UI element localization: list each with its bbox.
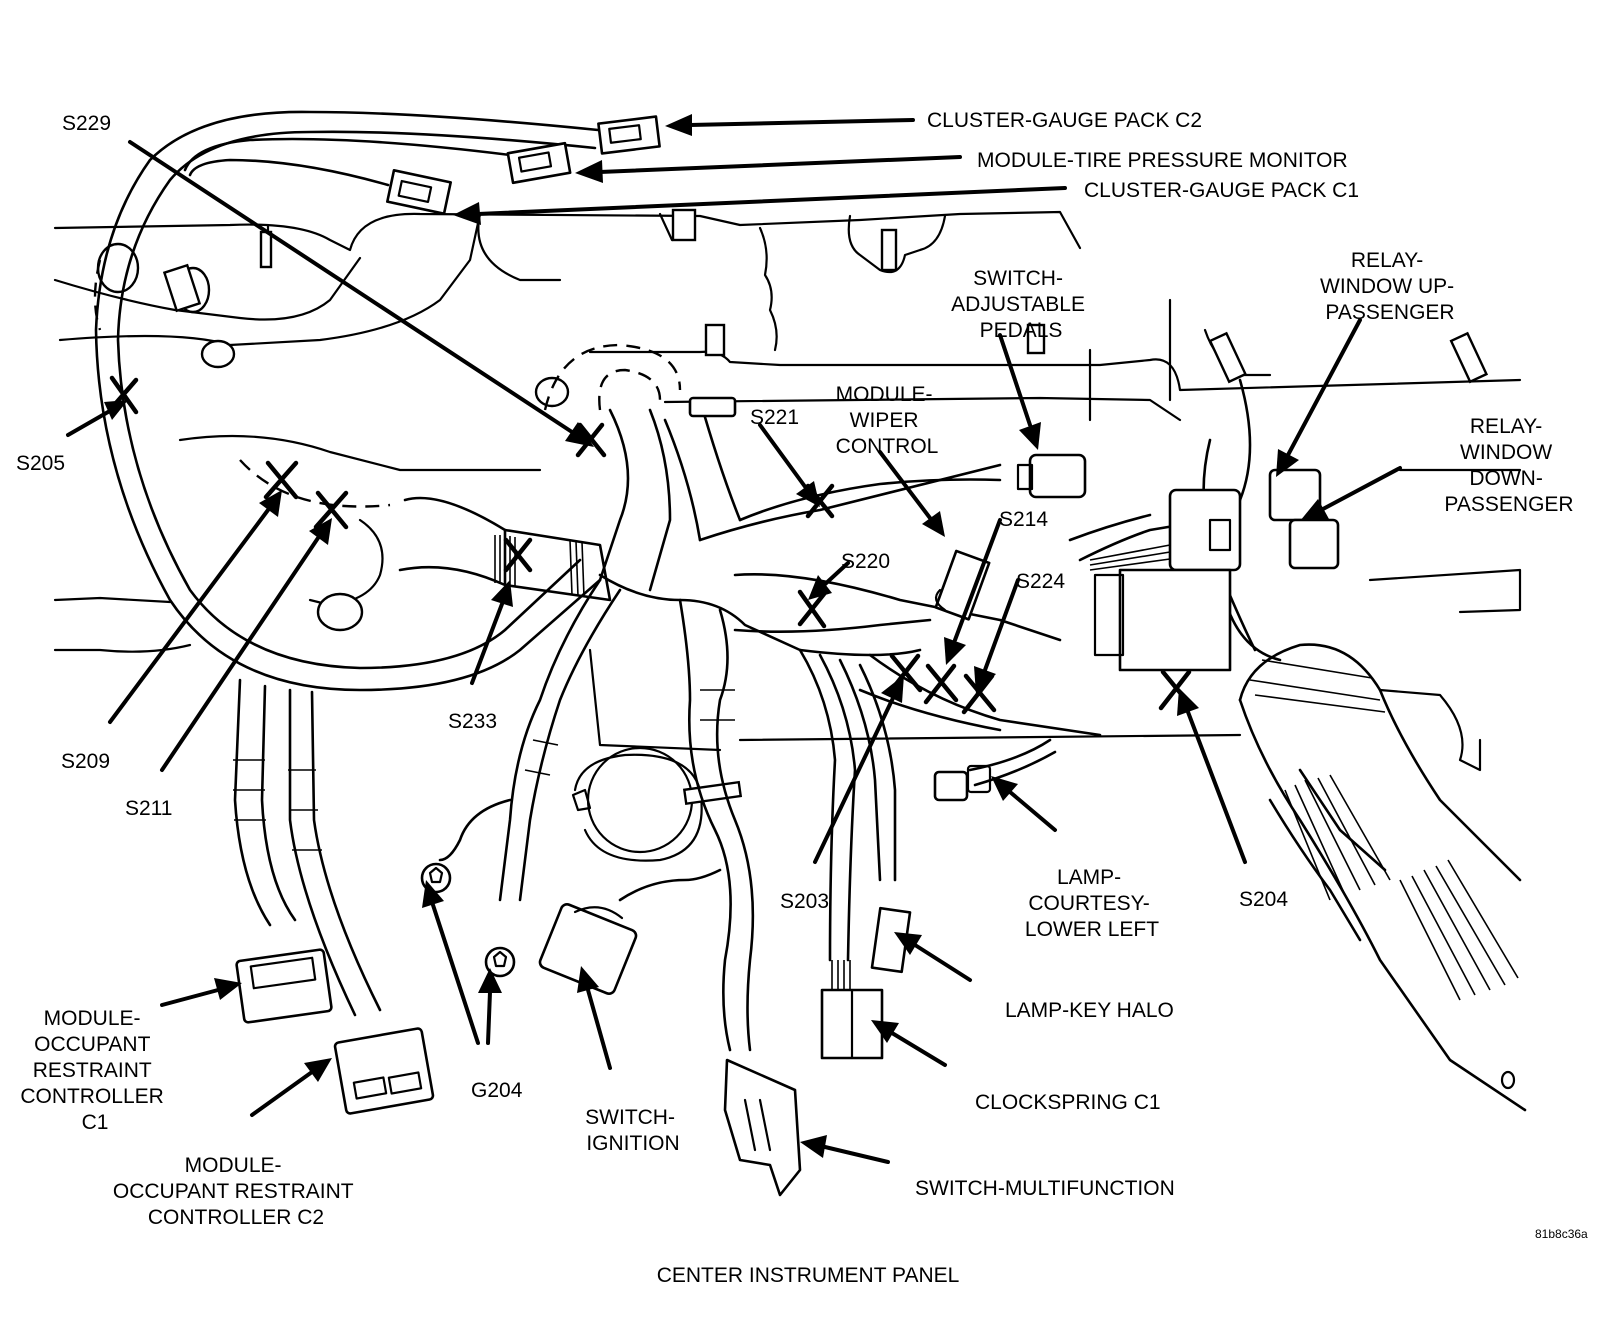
label-orc-c2: MODULE- OCCUPANT RESTRAINT CONTROLLER C2: [113, 1154, 359, 1229]
label-lamp-courtesy: LAMP- COURTESY- LOWER LEFT: [1025, 866, 1159, 941]
figure-code: 81b8c36a: [1535, 1227, 1588, 1241]
label-relay-up: RELAY- WINDOW UP- PASSENGER: [1320, 249, 1460, 324]
label-s204: S204: [1239, 888, 1288, 911]
splice-mark-s220: [797, 589, 827, 629]
label-tire-monitor: MODULE-TIRE PRESSURE MONITOR: [977, 149, 1348, 172]
leader-arrows: [66, 114, 1402, 1164]
label-s211: S211: [125, 797, 173, 820]
connector-module-wiper: [934, 549, 991, 621]
label-s229: S229: [62, 112, 111, 135]
harness-tape: [233, 689, 735, 851]
splice-marks: [107, 375, 1194, 715]
connector-switch-pedals: [1028, 453, 1087, 499]
label-s221: S221: [750, 406, 799, 429]
label-lamp-key-halo: LAMP-KEY HALO: [1005, 999, 1174, 1022]
labels: CLUSTER-GAUGE PACK C2 MODULE-TIRE PRESSU…: [16, 109, 1588, 1287]
splice-mark-s205: [107, 375, 139, 415]
label-s233: S233: [448, 710, 497, 733]
label-cluster-c1: CLUSTER-GAUGE PACK C1: [1084, 179, 1359, 202]
label-relay-down: RELAY- WINDOW DOWN- PASSENGER: [1444, 415, 1573, 516]
connectors: [235, 115, 1340, 1197]
splice-mark-s229: [575, 422, 607, 458]
splice-mark-s209: [263, 460, 299, 500]
label-g204: G204: [471, 1079, 523, 1102]
label-switch-multifunction: SWITCH-MULTIFUNCTION: [915, 1177, 1175, 1200]
label-switch-ignition: SWITCH- IGNITION: [585, 1106, 681, 1155]
splice-mark-s203: [887, 653, 923, 695]
label-s205: S205: [16, 452, 65, 475]
label-orc-c1: MODULE- OCCUPANT RESTRAINT CONTROLLER C1: [20, 1007, 169, 1134]
label-module-wiper: MODULE- WIPER CONTROL: [836, 383, 939, 458]
diagram-caption: CENTER INSTRUMENT PANEL: [657, 1264, 960, 1287]
splice-mark-s214: [923, 663, 959, 705]
connector-cluster-c1: [386, 169, 452, 215]
splice-mark-s204: [1158, 669, 1194, 711]
label-cluster-c2: CLUSTER-GAUGE PACK C2: [927, 109, 1202, 132]
hidden-outlines: [93, 259, 682, 508]
connector-orc-c1: [235, 948, 333, 1024]
label-s220: S220: [841, 550, 890, 573]
bundle-s233: [398, 496, 612, 602]
connector-tire-monitor: [506, 141, 572, 185]
splice-mark-s221: [805, 483, 835, 519]
connector-cluster-c2: [597, 115, 661, 155]
ground-terminal-2: [484, 946, 516, 978]
label-s203: S203: [780, 890, 829, 913]
splice-mark-s211: [313, 490, 349, 530]
splice-mark-s233: [503, 537, 533, 573]
connector-relay-down: [1288, 518, 1340, 570]
label-s209: S209: [61, 750, 110, 773]
connector-switch-ignition: [538, 903, 638, 995]
connector-orc-c2: [333, 1027, 435, 1115]
label-clockspring: CLOCKSPRING C1: [975, 1091, 1161, 1114]
right-bundle: [1238, 643, 1527, 1112]
connector-lamp-courtesy: [933, 770, 969, 802]
label-s214: S214: [999, 508, 1048, 531]
splice-mark-s224: [961, 673, 997, 715]
label-s224: S224: [1016, 570, 1065, 593]
label-switch-pedals: SWITCH- ADJUSTABLE PEDALS: [951, 267, 1091, 342]
connector-switch-multifunction: [723, 1058, 802, 1197]
